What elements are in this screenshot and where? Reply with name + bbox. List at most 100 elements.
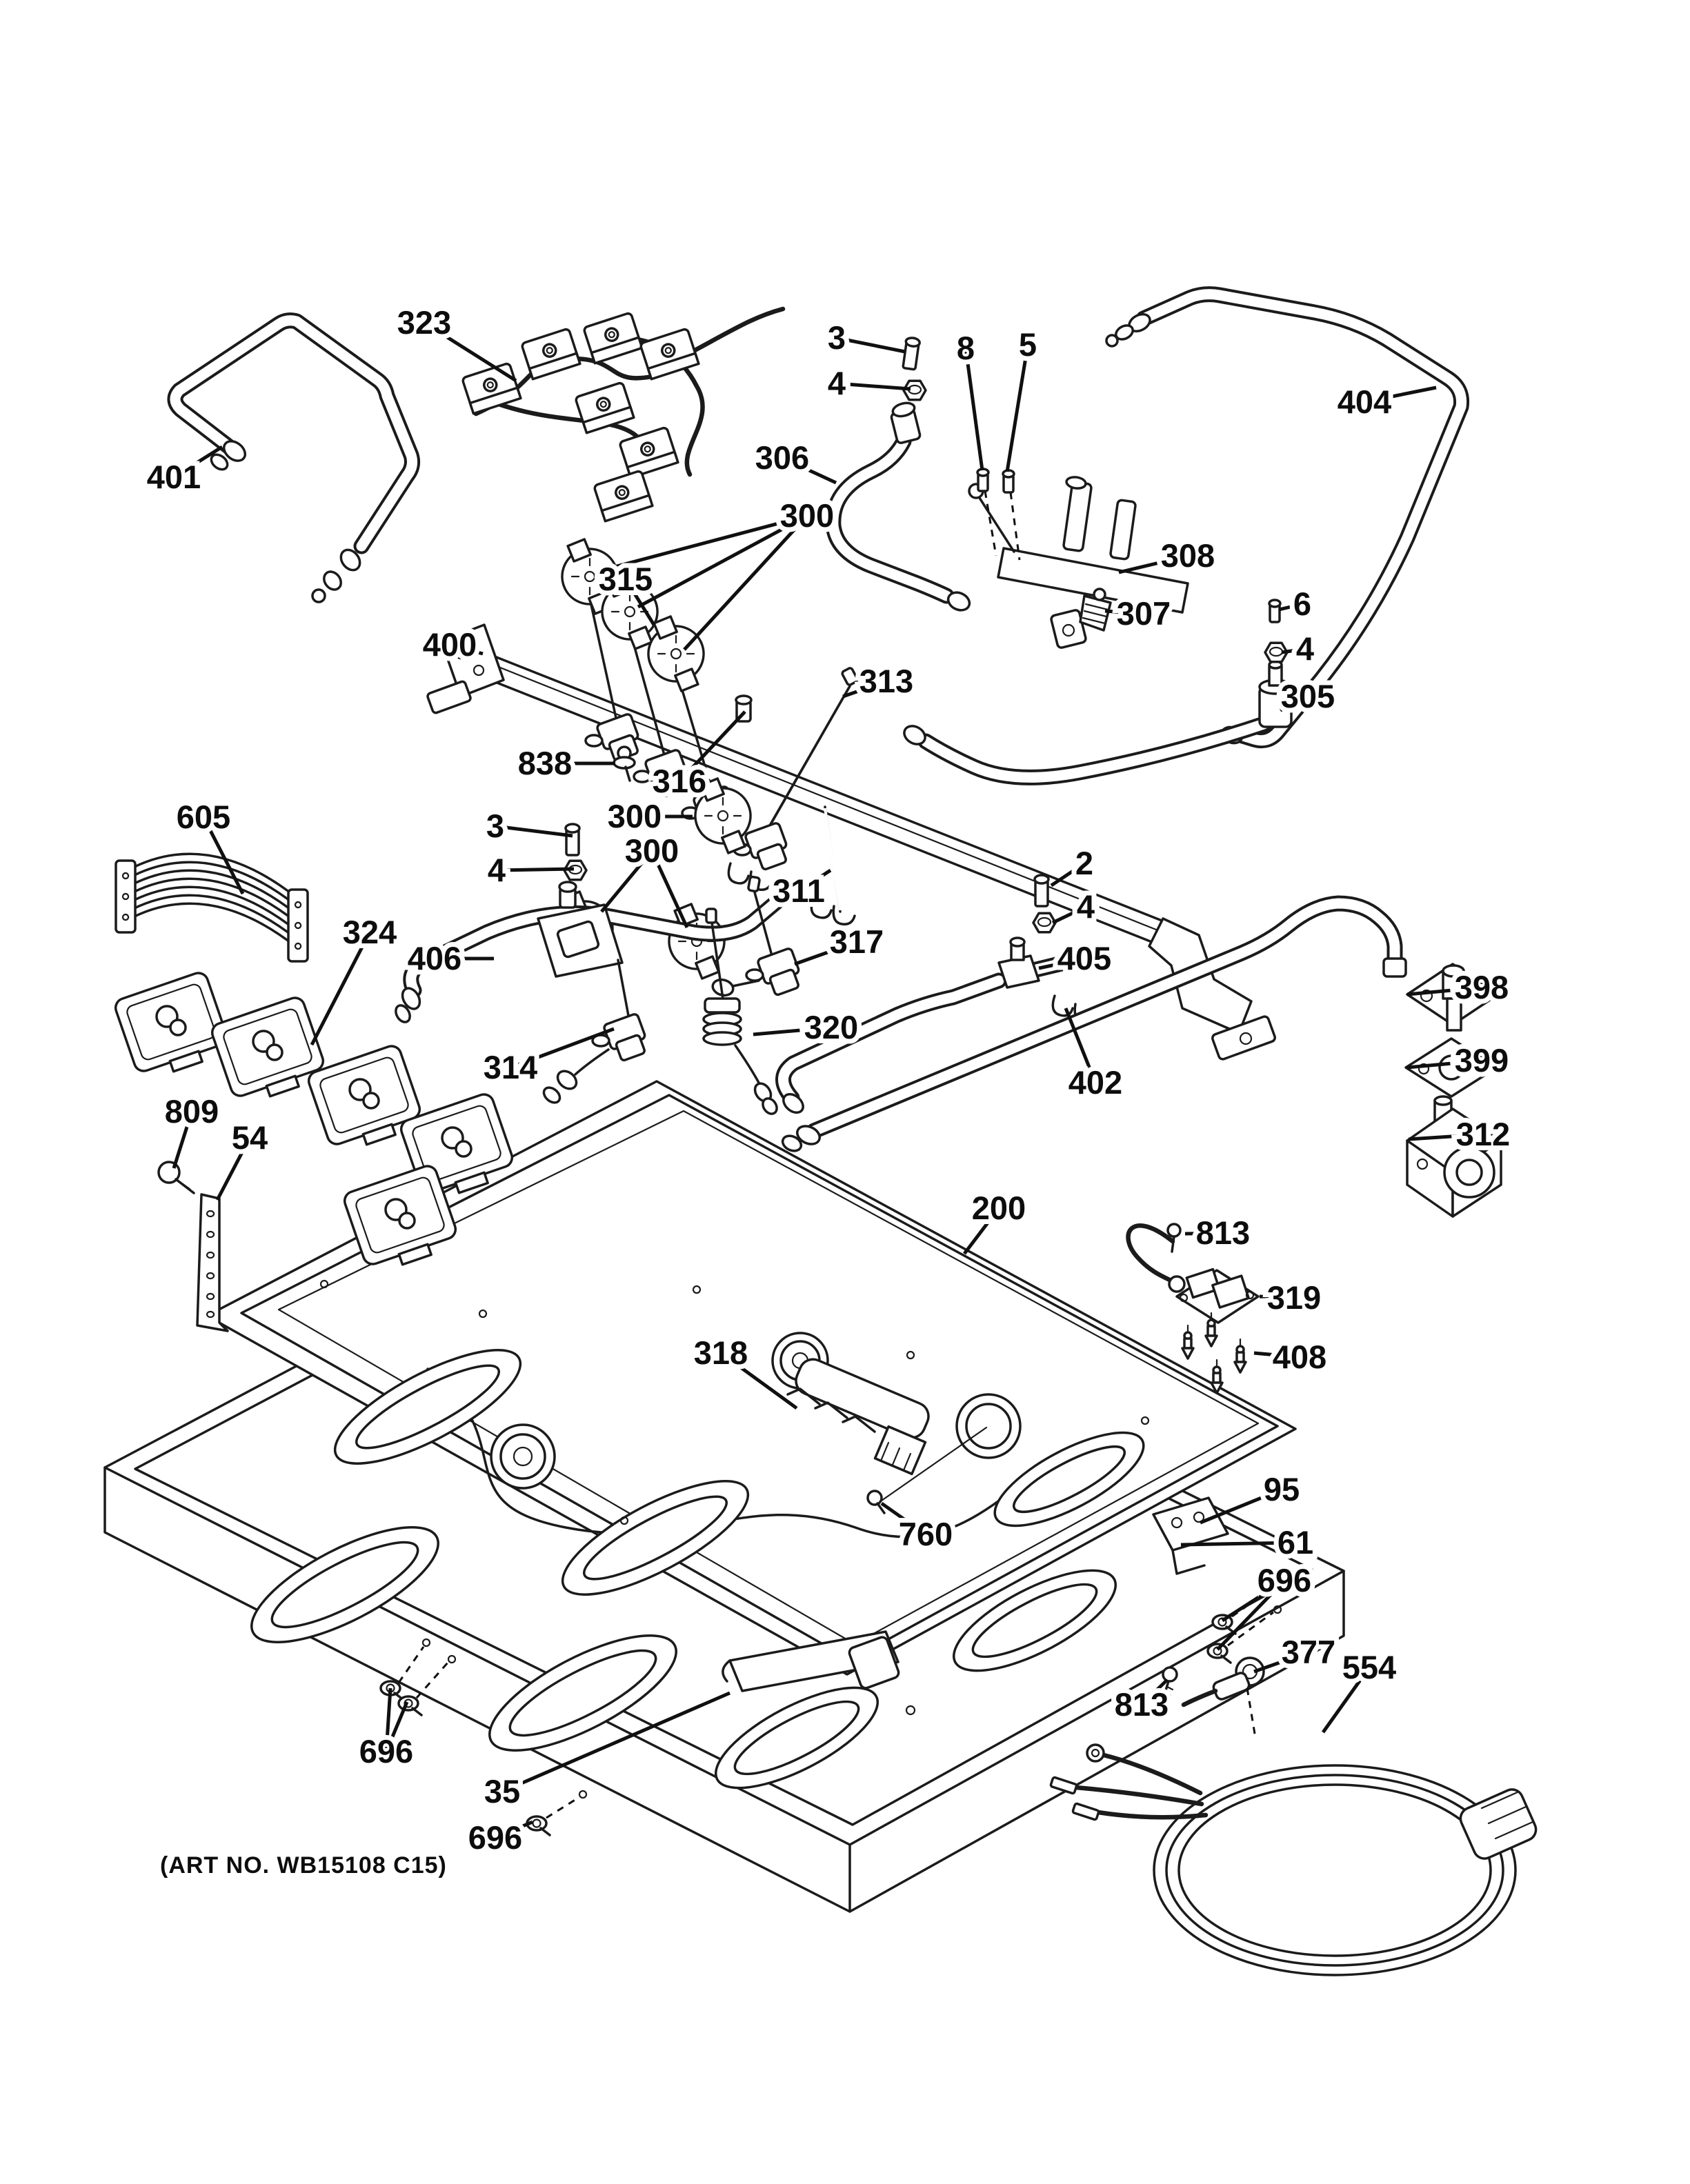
leader-line-324 [310,931,372,1046]
part-label-404-5: 404 [1338,383,1391,420]
igniter-bracket-308 [968,476,1189,649]
leader-line-4 [496,867,575,872]
ribbon-cable-605 [115,852,309,963]
part-label-61-46: 61 [1278,1524,1313,1561]
valve-320 [702,908,778,1115]
part-label-400-10: 400 [423,626,477,663]
leader-line-404 [1364,385,1437,404]
part-label-402-35: 402 [1068,1064,1122,1101]
leader-line-402 [1064,1008,1097,1083]
part-label-3-1: 3 [828,319,846,356]
bracket-35 [722,1630,900,1692]
part-label-813-50: 813 [1115,1686,1169,1723]
part-label-4-26: 4 [1077,888,1095,925]
valve-bracket-left [537,881,624,978]
part-label-4-2: 4 [828,365,846,401]
leader-line-312 [1408,1132,1484,1141]
part-label-323-0: 323 [397,304,451,341]
part-label-6-13: 6 [1293,585,1311,622]
orifice-holder-405 [997,936,1040,989]
leader-line-313 [842,679,887,699]
leader-line-813 [1184,1231,1224,1236]
burner-bowl-ovals [250,1526,1117,1790]
part-label-307-12: 307 [1117,595,1171,632]
part-label-401-6: 401 [147,459,201,495]
leader-line-314 [510,1027,615,1070]
part-label-317-29: 317 [830,923,884,960]
part-label-696-53: 696 [468,1819,522,1856]
leader-line-554 [1321,1666,1371,1734]
leader-line-605 [201,816,245,895]
leader-line-306 [781,456,837,485]
screw-696-bottom [526,1796,580,1836]
leader-line-315 [624,578,656,626]
leader-line-316 [678,710,746,783]
valve-314 [542,959,648,1104]
orifice-5 [1002,469,1015,494]
leader-line-4 [1281,647,1306,654]
part-label-3-21: 3 [486,808,504,844]
bracket-95 [1152,1496,1229,1575]
part-label-4-14: 4 [1296,630,1314,667]
part-label-300-23: 300 [625,832,679,869]
part-label-95-45: 95 [1264,1471,1300,1507]
part-label-696-51: 696 [359,1733,413,1770]
screw-809 [157,1161,195,1194]
mounting-strip-54 [196,1193,229,1332]
spark-module-323 [460,306,786,523]
tube-401 [167,312,420,603]
leader-line-813 [1140,1679,1169,1706]
leader-line-323 [423,321,517,383]
part-label-408-42: 408 [1273,1339,1326,1375]
leader-line-305 [1279,694,1309,712]
part-label-605-20: 605 [177,799,230,835]
leader-line-405 [1038,956,1085,970]
screw-813-top [1166,1223,1182,1253]
part-label-312-36: 312 [1456,1116,1510,1152]
part-label-4-22: 4 [488,852,506,888]
spark-bar-318 [786,1358,988,1514]
part-label-406-28: 406 [408,940,461,976]
fitting-307 [1079,588,1112,632]
part-label-311-24: 311 [773,872,825,909]
leader-line-54 [215,1136,252,1201]
pin-311 [824,805,842,913]
leader-line-6 [1278,602,1303,612]
leader-line-300 [650,850,689,929]
tube-306 [825,401,971,612]
part-label-813-40: 813 [1196,1214,1250,1251]
leader-line-300 [637,514,808,609]
leader-line-5 [1005,344,1030,472]
leader-line-401 [172,445,223,479]
screws-696-left [379,1646,450,1716]
leader-line-300 [683,514,808,651]
part-label-315-9: 315 [599,561,653,597]
harness-554 [1049,1743,1538,1976]
part-label-318-43: 318 [694,1334,748,1371]
leader-line-696 [1221,1579,1286,1623]
leader-line-8 [964,348,984,471]
screw-838 [613,745,636,782]
screw-760 [866,1490,886,1514]
regulator-312 [1406,1095,1502,1218]
part-label-809-37: 809 [165,1093,219,1130]
leader-line-400 [449,643,484,656]
part-label-306-7: 306 [755,439,809,476]
screw-813-bottom [1162,1666,1178,1701]
leader-line-319 [1259,1294,1295,1300]
leader-line-308 [1118,554,1189,574]
manifold-400 [426,623,1276,1061]
nut-4-mid [1032,912,1057,934]
orifice-8 [976,468,990,492]
part-label-838-17: 838 [518,745,572,781]
leader-lines [172,321,1484,1840]
part-label-398-31: 398 [1455,969,1509,1005]
part-label-319-41: 319 [1267,1279,1321,1316]
part-label-405-30: 405 [1057,940,1111,976]
leader-line-311 [797,868,832,893]
part-label-320-34: 320 [804,1009,858,1045]
leader-line-61 [1180,1541,1296,1547]
